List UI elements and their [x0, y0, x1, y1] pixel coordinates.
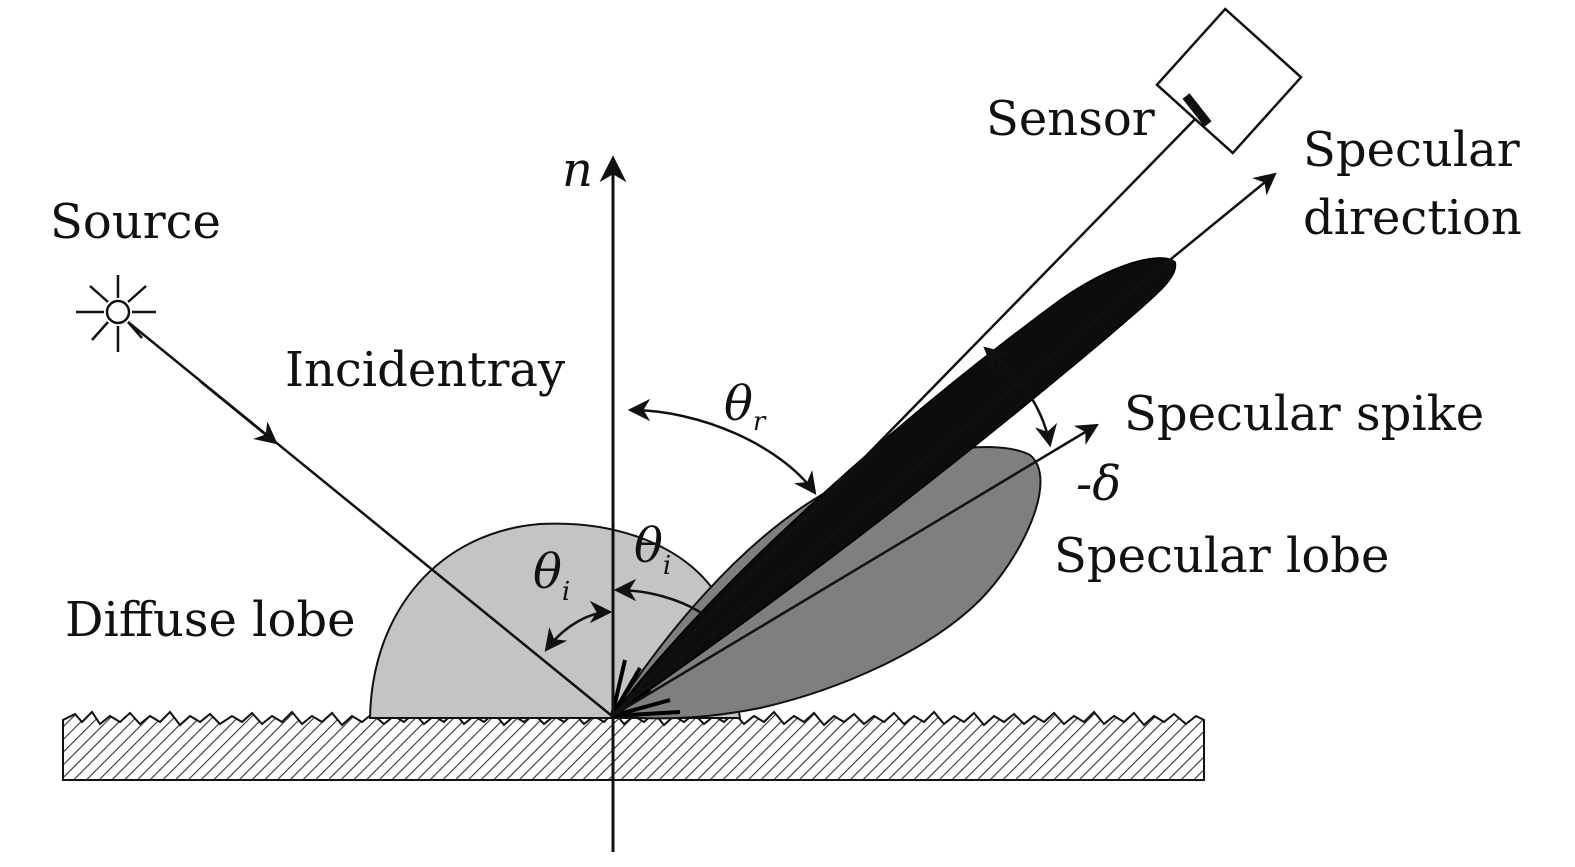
- label-specular-lobe: Specular lobe: [1054, 528, 1389, 584]
- label-normal: n: [562, 142, 593, 198]
- sensor-box: [1155, 7, 1303, 155]
- label-specular-direction-line2: direction: [1303, 190, 1522, 246]
- sensor-line: [611, 111, 1203, 717]
- specular-spike-direction-line: [611, 423, 1099, 718]
- theta-r-arc: [627, 398, 817, 495]
- rough-surface: [62, 710, 1205, 781]
- sensor-aperture: [1182, 93, 1212, 127]
- light-source-icon: [76, 275, 156, 352]
- label-theta-i-left: θi: [533, 544, 570, 607]
- sensor-device: [1155, 7, 1303, 155]
- theta-i-incident-arc: [544, 600, 613, 652]
- label-theta-r: θr: [724, 376, 767, 437]
- delta-arc: [983, 346, 1058, 448]
- label-theta-i-right: θi: [634, 518, 671, 581]
- surface-hatched-block: [62, 710, 1205, 781]
- label-sensor: Sensor: [986, 91, 1155, 147]
- label-specular-direction-line1: Specular: [1303, 122, 1520, 178]
- label-source: Source: [50, 194, 221, 250]
- label-specular-spike: Specular spike: [1124, 386, 1484, 442]
- label-diffuse-lobe: Diffuse lobe: [65, 592, 356, 648]
- specular-direction-line: [611, 172, 1277, 717]
- label-incident-ray: Incidentray: [285, 342, 565, 398]
- theta-i-reflected-arc: [613, 578, 701, 614]
- incident-ray-arrow: [199, 380, 278, 445]
- label-delta: -δ: [1076, 456, 1121, 512]
